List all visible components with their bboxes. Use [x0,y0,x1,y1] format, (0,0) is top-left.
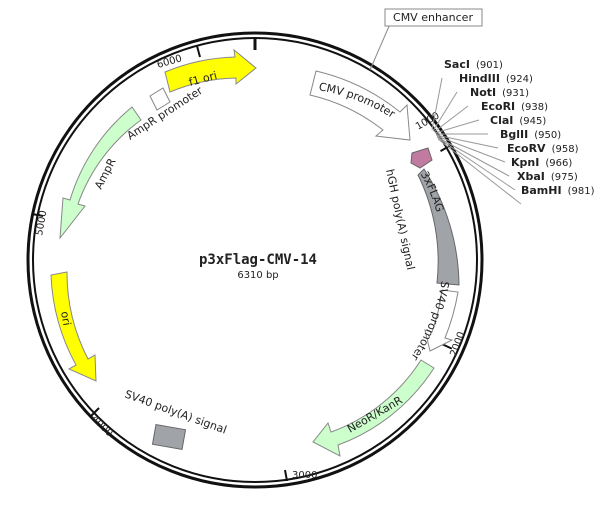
site-leader-xbai [437,137,516,191]
tick-3000 [284,469,288,482]
cmv-enhancer-box [384,8,483,27]
site-hindiii-name: HindIII [459,72,500,85]
cmv-promoter-arrow [309,70,411,141]
site-ecori: EcoRI (938) [481,100,548,113]
site-leader-bglii [435,134,499,149]
site-kpni-pos: (966) [545,158,572,169]
site-bglii-pos: (950) [534,130,561,141]
site-noti-name: NotI [470,86,496,99]
site-bglii: BglII (950) [500,128,561,141]
site-kpni-name: KpnI [511,156,539,169]
site-bamhi-name: BamHI [521,184,562,197]
site-ecorv-pos: (958) [552,144,579,155]
site-noti-pos: (931) [502,88,529,99]
flag-arrow [410,147,433,169]
site-saci-name: SacI [444,58,470,71]
ori-label: ori [58,310,73,326]
site-saci: SacI (901) [444,58,503,71]
tick-4000 [90,407,100,417]
site-noti: NotI (931) [470,86,529,99]
flag-label: 3xFLAG [418,169,446,213]
site-leader-ecori [434,119,480,134]
site-clai-name: ClaI [490,114,513,127]
plasmid-size: 6310 bp [237,270,278,281]
ori-arrow [50,271,97,382]
tick-6000 [196,45,201,58]
site-leader-hindiii [432,91,458,132]
ampr-arrow [59,106,142,240]
backbone-outer-ring [26,31,484,489]
flag-text: 3xFLAG [418,169,446,213]
site-ecorv-name: EcoRV [507,142,546,155]
neor-label: NeoR/KanR [345,393,405,435]
cmv-enhancer-leader [369,23,391,71]
tick-5000 [31,213,44,217]
cmv-enhancer-label: CMV enhancer [393,11,473,24]
tick-label-3000: 3000 [292,470,317,481]
site-clai: ClaI (945) [490,114,546,127]
f1-ori-arrow [164,48,257,93]
sv40-promoter-arrow [424,289,459,352]
site-leaders [431,77,522,205]
site-xbai-name: XbaI [517,170,545,183]
site-ecori-pos: (938) [521,102,548,113]
site-leader-bamhi [437,138,522,205]
hgh-polya-text: hGH poly(A) signal [383,168,417,271]
site-ecori-name: EcoRI [481,100,515,113]
site-leader-ecorv [436,135,506,163]
site-leader-saci [431,77,443,131]
site-ecorv: EcoRV (958) [507,142,579,155]
site-xbai: XbaI (975) [517,170,578,183]
ampr-promoter-arrow [149,87,171,111]
neor-arrow [312,359,435,457]
site-hindiii: HindIII (924) [459,72,533,85]
sv40-polya-box [151,423,187,451]
restriction-sites: SacI (901) HindIII (924) NotI (931) EcoRI (9… [444,58,595,197]
plasmid-name: p3xFlag-CMV-14 [199,252,317,268]
site-bamhi: BamHI (981) [521,184,595,197]
site-hindiii-pos: (924) [506,74,533,85]
site-leader-noti [433,105,469,133]
hgh-polya-box [417,168,460,286]
site-xbai-pos: (975) [551,172,578,183]
site-bglii-name: BglII [500,128,528,141]
site-kpni: KpnI (966) [511,156,572,169]
site-bamhi-pos: (981) [568,186,595,197]
site-clai-pos: (945) [519,116,546,127]
site-leader-kpni [436,136,510,177]
tick-label-5000: 5000 [34,210,49,237]
site-saci-pos: (901) [476,60,503,71]
